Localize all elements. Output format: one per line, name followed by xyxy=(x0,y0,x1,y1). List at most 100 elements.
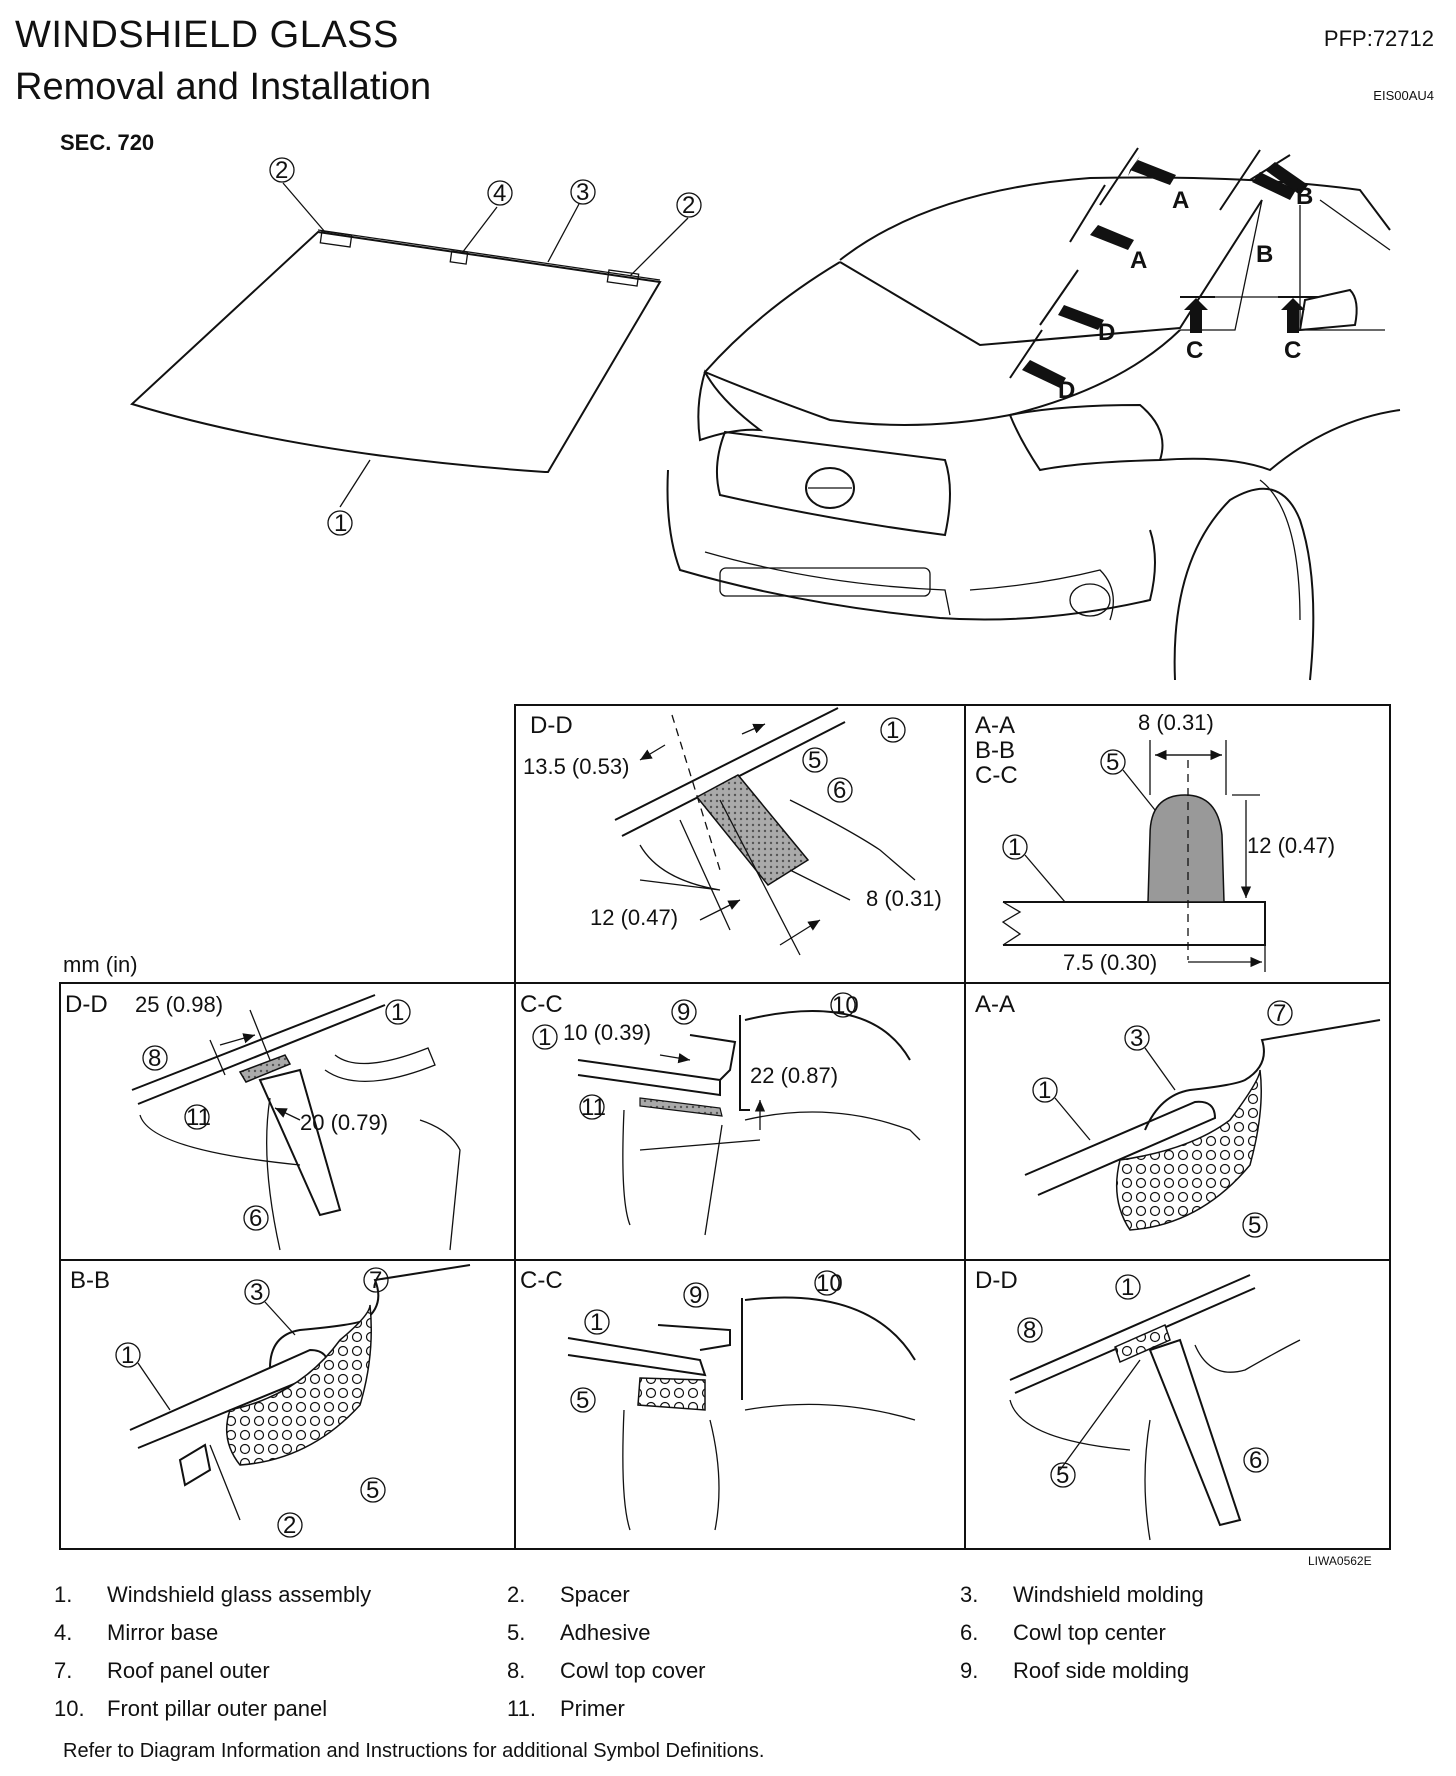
car-emblem xyxy=(805,467,855,509)
section-grid xyxy=(59,704,1391,1550)
page-subtitle: Removal and Installation xyxy=(15,66,432,108)
legend-item: 9.Roof side molding xyxy=(960,1658,1190,1683)
spacer-left xyxy=(319,230,353,248)
svg-text:10 (0.39): 10 (0.39) xyxy=(563,1020,651,1045)
section-arrow-labels: A A B B C C D D xyxy=(1058,183,1313,404)
svg-text:1: 1 xyxy=(1038,1077,1051,1104)
svg-text:1: 1 xyxy=(121,1342,134,1369)
svg-text:A: A xyxy=(1130,247,1147,274)
spacer-right xyxy=(606,269,640,287)
legend-item: 8.Cowl top cover xyxy=(507,1658,706,1683)
legend-item: 3.Windshield molding xyxy=(960,1582,1204,1607)
svg-text:5: 5 xyxy=(1056,1462,1069,1489)
svg-text:8 (0.31): 8 (0.31) xyxy=(866,886,942,911)
car-wheel-arch xyxy=(1173,487,1315,681)
section-number: SEC. 720 xyxy=(60,130,155,155)
svg-text:A-A: A-A xyxy=(975,712,1015,739)
panel-cc-bot: C-C 9 10 1 5 xyxy=(520,1267,916,1531)
svg-text:7: 7 xyxy=(1273,1000,1286,1027)
svg-text:2: 2 xyxy=(283,1512,296,1539)
svg-text:B-B: B-B xyxy=(70,1267,110,1294)
units-label: mm (in) xyxy=(63,952,138,977)
svg-text:11: 11 xyxy=(581,1094,606,1121)
svg-text:9: 9 xyxy=(677,999,690,1026)
page-title: WINDSHIELD GLASS xyxy=(15,14,399,56)
svg-text:D: D xyxy=(1058,377,1075,404)
windshield-outline xyxy=(130,230,662,473)
svg-text:11: 11 xyxy=(186,1104,211,1131)
car-drawing xyxy=(666,176,1401,681)
panel-dd-top: D-D 13.5 (0.53) 12 (0.47) 8 (0.31) 1 5 6 xyxy=(523,707,942,956)
svg-text:1: 1 xyxy=(1121,1274,1134,1301)
panel-aa-mid: A-A 1 3 7 5 xyxy=(975,991,1381,1239)
svg-text:1: 1 xyxy=(1008,834,1021,861)
legend-item: 5.Adhesive xyxy=(507,1620,651,1645)
svg-text:8: 8 xyxy=(148,1045,161,1072)
svg-text:3: 3 xyxy=(1130,1025,1143,1052)
svg-text:D-D: D-D xyxy=(530,712,573,739)
svg-text:12 (0.47): 12 (0.47) xyxy=(1247,833,1335,858)
svg-text:5: 5 xyxy=(1106,749,1119,776)
svg-text:B: B xyxy=(1256,241,1273,268)
windshield-frame xyxy=(839,199,1263,347)
svg-text:20 (0.79): 20 (0.79) xyxy=(300,1110,388,1135)
svg-text:B-B: B-B xyxy=(975,737,1015,764)
svg-text:1: 1 xyxy=(886,717,899,744)
legend-item: 11.Primer xyxy=(507,1696,625,1721)
svg-text:1: 1 xyxy=(391,999,404,1026)
svg-text:7: 7 xyxy=(369,1267,382,1294)
part-number: PFP:72712 xyxy=(1323,26,1434,51)
svg-text:1: 1 xyxy=(334,510,347,537)
svg-text:C-C: C-C xyxy=(520,1267,563,1294)
panel-dd-bot: D-D 1 8 5 6 xyxy=(975,1267,1301,1541)
svg-text:10: 10 xyxy=(816,1270,843,1297)
svg-text:6: 6 xyxy=(1249,1447,1262,1474)
svg-text:6: 6 xyxy=(249,1205,262,1232)
svg-text:A: A xyxy=(1172,187,1189,214)
svg-text:7.5 (0.30): 7.5 (0.30) xyxy=(1063,950,1157,975)
svg-text:3: 3 xyxy=(576,179,589,206)
svg-text:5: 5 xyxy=(808,747,821,774)
svg-text:1: 1 xyxy=(538,1024,551,1051)
section-arrows xyxy=(1009,147,1318,388)
legend-item: 7.Roof panel outer xyxy=(54,1658,270,1683)
svg-text:2: 2 xyxy=(275,157,288,184)
panel-abc-top: A-A B-B C-C 8 (0.31) 12 (0.47) 7.5 (0.30… xyxy=(975,710,1335,975)
legend-item: 1.Windshield glass assembly xyxy=(54,1582,372,1607)
svg-text:4: 4 xyxy=(493,180,506,207)
legend-item: 6.Cowl top center xyxy=(960,1620,1166,1645)
panel-bb-bot: B-B 1 3 7 5 2 xyxy=(70,1264,471,1539)
svg-text:5: 5 xyxy=(576,1387,589,1414)
windshield-top-edge xyxy=(317,229,661,281)
svg-text:22 (0.87): 22 (0.87) xyxy=(750,1063,838,1088)
car-hood xyxy=(703,261,1181,426)
svg-text:3: 3 xyxy=(250,1279,263,1306)
mirror-base xyxy=(449,250,469,265)
svg-text:12 (0.47): 12 (0.47) xyxy=(590,905,678,930)
svg-text:25 (0.98): 25 (0.98) xyxy=(135,992,223,1017)
svg-text:2: 2 xyxy=(682,192,695,219)
windshield-glass-drawing xyxy=(130,182,689,508)
legend-item: 10.Front pillar outer panel xyxy=(54,1696,328,1721)
svg-text:5: 5 xyxy=(366,1477,379,1504)
car-grille xyxy=(716,430,951,537)
svg-text:C-C: C-C xyxy=(520,991,563,1018)
svg-text:13.5 (0.53): 13.5 (0.53) xyxy=(523,754,629,779)
figure-code: LIWA0562E xyxy=(1308,1554,1372,1568)
svg-text:D-D: D-D xyxy=(975,1267,1018,1294)
footer-note: Refer to Diagram Information and Instruc… xyxy=(63,1740,765,1762)
svg-text:D: D xyxy=(1098,319,1115,346)
legend-item: 2.Spacer xyxy=(507,1582,630,1607)
svg-text:D-D: D-D xyxy=(65,991,108,1018)
svg-text:C: C xyxy=(1186,337,1203,364)
svg-text:9: 9 xyxy=(689,1282,702,1309)
svg-text:C: C xyxy=(1284,337,1301,364)
panel-cc-mid: C-C 10 (0.39) 22 (0.87) 9 10 1 11 xyxy=(520,991,921,1236)
svg-text:10: 10 xyxy=(832,992,859,1019)
svg-text:5: 5 xyxy=(1248,1212,1261,1239)
svg-text:A-A: A-A xyxy=(975,991,1015,1018)
svg-text:8: 8 xyxy=(1023,1317,1036,1344)
document-code: EIS00AU4 xyxy=(1373,88,1434,103)
svg-text:8 (0.31): 8 (0.31) xyxy=(1138,710,1214,735)
